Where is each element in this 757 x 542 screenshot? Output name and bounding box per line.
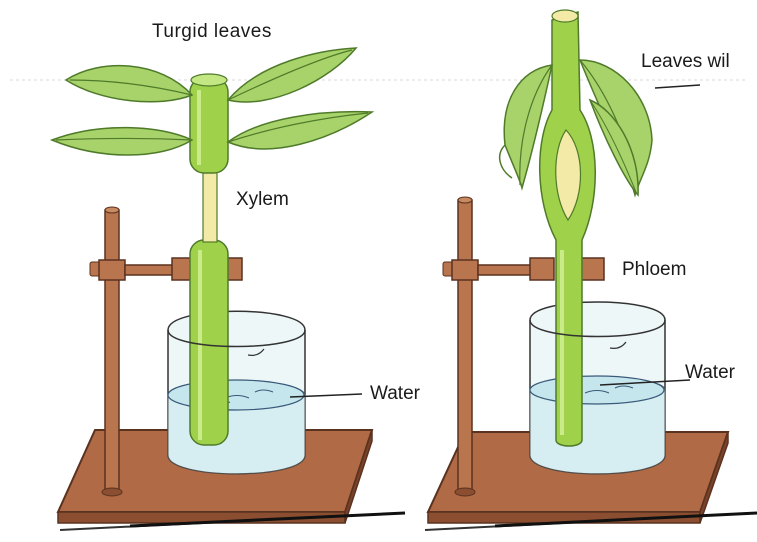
right-stand-rod <box>455 197 475 496</box>
left-beaker <box>168 311 305 474</box>
label-water-left: Water <box>370 384 420 403</box>
left-xylem-bridge <box>203 170 217 242</box>
label-phloem: Phloem <box>622 260 686 279</box>
right-setup <box>425 10 757 530</box>
label-turgid-leaves: Turgid leaves <box>152 22 272 41</box>
label-water-right: Water <box>685 363 735 382</box>
left-stand-rod <box>102 207 122 496</box>
right-leaves-pointer <box>655 85 700 88</box>
left-stem-upper <box>190 74 228 173</box>
label-xylem: Xylem <box>236 190 289 209</box>
right-beaker <box>530 302 665 474</box>
label-leaves-wilt: Leaves wil <box>641 52 730 71</box>
left-setup <box>52 48 405 530</box>
left-stem-lower <box>190 240 228 445</box>
